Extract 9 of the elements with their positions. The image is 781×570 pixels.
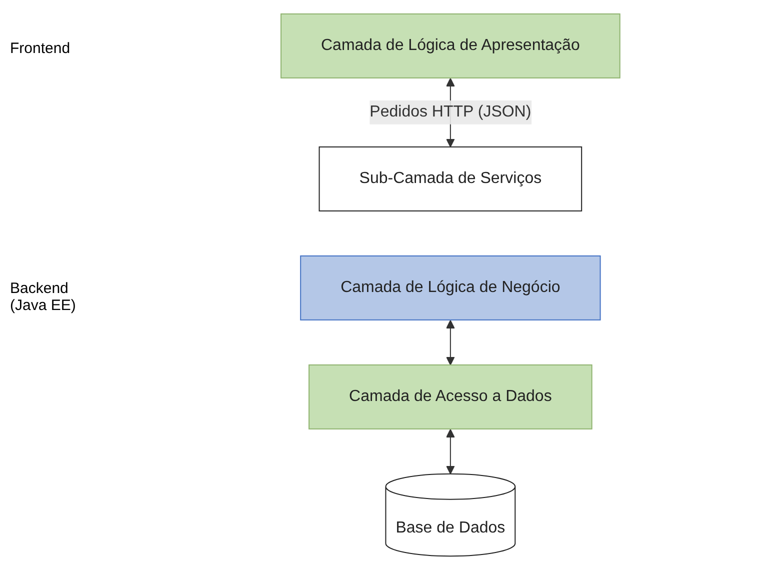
node-box: Camada de Lógica de Negócio (300, 255, 601, 320)
layer-group-label: Backend (Java EE) (10, 280, 77, 314)
arrow (446, 428, 455, 474)
layer-group-label: Frontend (10, 40, 72, 57)
node-box: Sub-Camada de Serviços (318, 146, 582, 212)
edge-label: Pedidos HTTP (JSON) (370, 103, 532, 120)
arrow (446, 320, 455, 366)
node-box: Camada de Acesso a Dados (308, 364, 592, 430)
node-box: Camada de Lógica de Apresentação (280, 13, 620, 78)
